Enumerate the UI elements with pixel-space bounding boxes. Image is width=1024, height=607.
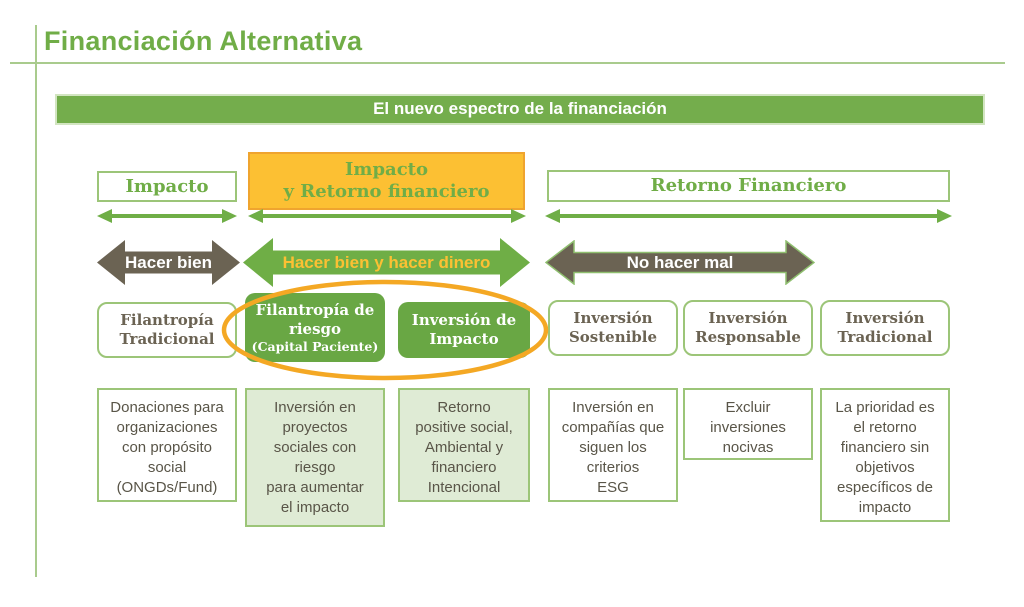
range-arrow-impacto [97,209,237,223]
category-label: Inversión de Impacto [411,311,517,348]
category-inversion-sostenible: Inversión Sostenible [548,300,678,356]
category-label: Inversión Tradicional [837,309,933,346]
description-inversion-sostenible: Inversión en compañías que siguen los cr… [548,388,678,502]
category-filantropia-de-riesgo: Filantropía de riesgo (Capital Paciente) [245,293,385,362]
block-arrow-label: Hacer bien y hacer dinero [282,252,491,272]
accent-vertical-line [35,25,37,577]
description-filantropia-de-riesgo: Inversión en proyectos sociales con ries… [245,388,385,527]
block-arrow-no-hacer-mal: No hacer mal [544,239,816,286]
category-inversion-responsable: Inversión Responsable [683,300,813,356]
category-inversion-de-impacto: Inversión de Impacto [398,302,530,358]
category-inversion-tradicional: Inversión Tradicional [820,300,950,356]
category-label: Filantropía de riesgo [255,301,375,338]
category-label: Filantropía Tradicional [119,311,215,348]
double-arrow-icon [243,238,530,287]
block-arrow-label: Hacer bien [125,252,212,272]
block-arrow-hacer-bien: Hacer bien [97,240,240,285]
double-arrow-icon [97,240,240,285]
category-label: Inversión Sostenible [568,309,658,346]
category-label: Inversión Responsable [695,309,801,346]
page-title: Financiación Alternativa [44,26,363,56]
description-inversion-de-impacto: Retorno positive social, Ambiental y fin… [398,388,530,502]
header-impacto-retorno: Impacto y Retorno financiero [248,152,525,210]
description-filantropia-tradicional: Donaciones para organizaciones con propó… [97,388,237,502]
accent-horizontal-line [10,62,1005,64]
range-arrow-retorno-financiero [545,209,952,223]
description-inversion-tradicional: La prioridad es el retorno financiero si… [820,388,950,522]
highlight-ellipse-icon [221,279,549,381]
header-retorno-financiero: Retorno Financiero [547,170,950,202]
double-arrow-icon [544,239,816,286]
description-inversion-responsable: Excluir inversiones nocivas [683,388,813,460]
section-banner: El nuevo espectro de la financiación [55,94,985,125]
category-sublabel: (Capital Paciente) [251,338,379,354]
category-filantropia-tradicional: Filantropía Tradicional [97,302,237,358]
block-arrow-hacer-bien-y-dinero: Hacer bien y hacer dinero [243,238,530,287]
range-arrow-impacto-retorno [248,209,526,223]
header-impacto: Impacto [97,171,237,202]
block-arrow-label: No hacer mal [626,252,734,272]
